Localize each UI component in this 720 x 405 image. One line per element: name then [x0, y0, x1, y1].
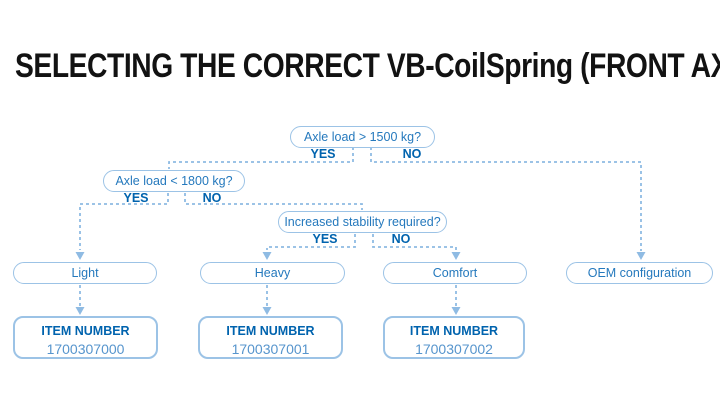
- item-number-heading: ITEM NUMBER: [226, 324, 315, 338]
- item-number-box-light: ITEM NUMBER 1700307000: [13, 316, 158, 359]
- arrow-down-icon: [451, 307, 461, 315]
- arrow-down-icon: [75, 307, 85, 315]
- no-label-decision-1: NO: [402, 147, 422, 161]
- arrow-down-icon: [451, 252, 461, 260]
- no-label-decision-3: NO: [391, 232, 411, 246]
- decision-axle-load-1500: Axle load > 1500 kg?: [290, 126, 435, 148]
- outcome-heavy: Heavy: [200, 262, 345, 284]
- connector-d3-yes: [266, 234, 356, 250]
- no-label-decision-2: NO: [202, 191, 222, 205]
- connector-d1-no: [370, 147, 642, 251]
- outcome-oem-configuration: OEM configuration: [566, 262, 713, 284]
- item-number-value: 1700307001: [231, 341, 310, 357]
- page-title: SELECTING THE CORRECT VB-CoilSpring (FRO…: [15, 47, 720, 85]
- item-number-value: 1700307002: [415, 341, 493, 357]
- yes-label-decision-1: YES: [310, 147, 336, 161]
- item-number-heading: ITEM NUMBER: [41, 324, 130, 338]
- decision-axle-load-1800: Axle load < 1800 kg?: [103, 170, 245, 192]
- yes-label-decision-2: YES: [123, 191, 149, 205]
- item-number-box-comfort: ITEM NUMBER 1700307002: [383, 316, 525, 359]
- outcome-comfort: Comfort: [383, 262, 527, 284]
- connector-d3-no: [372, 234, 457, 250]
- arrow-down-icon: [262, 252, 272, 260]
- arrow-down-icon: [262, 307, 272, 315]
- item-number-heading: ITEM NUMBER: [409, 324, 499, 338]
- decision-increased-stability: Increased stability required?: [278, 211, 447, 233]
- item-number-value: 1700307000: [46, 341, 125, 357]
- outcome-light: Light: [13, 262, 157, 284]
- yes-label-decision-3: YES: [312, 232, 338, 246]
- arrow-down-icon: [636, 252, 646, 260]
- arrow-down-icon: [75, 252, 85, 260]
- item-number-box-heavy: ITEM NUMBER 1700307001: [198, 316, 343, 359]
